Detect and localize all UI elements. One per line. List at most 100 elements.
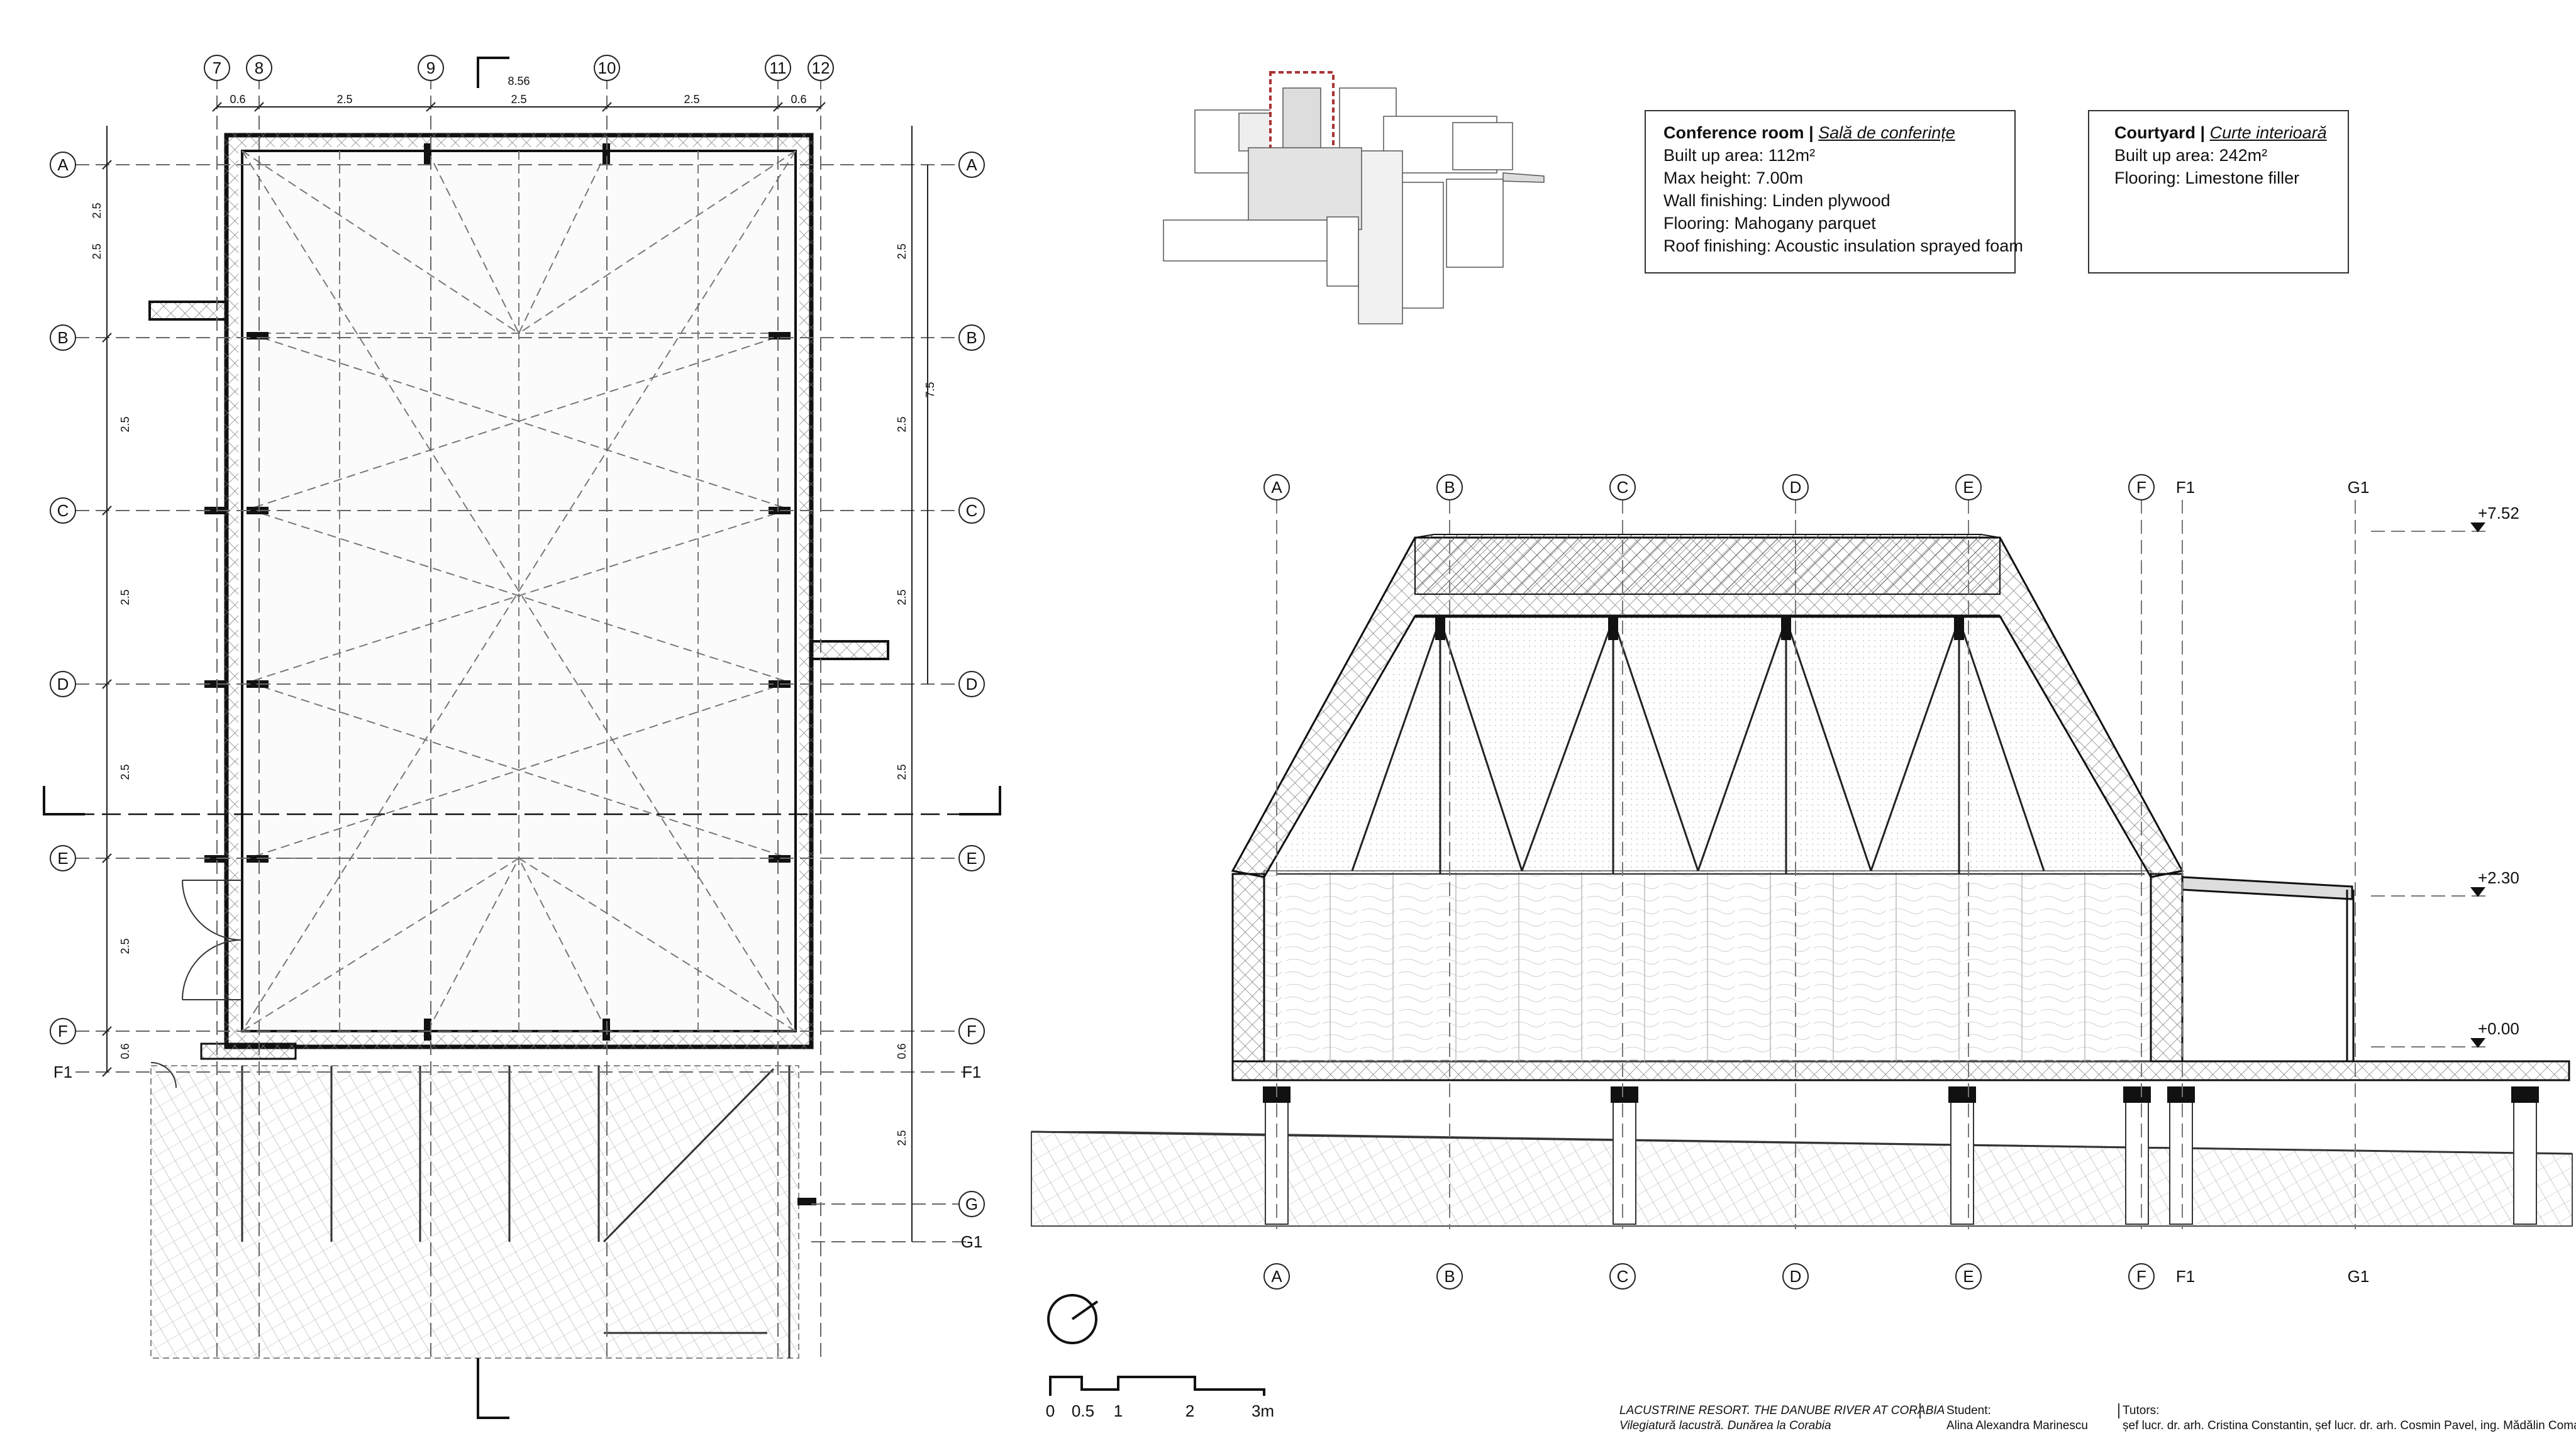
plan-annex-left — [148, 301, 228, 321]
section-grid-label-top: B — [1444, 478, 1455, 497]
section-grid-label-bottom: B — [1444, 1267, 1455, 1286]
section-grid-label-top: C — [1617, 478, 1629, 497]
courtyard-info-line: Flooring: Limestone filler — [2114, 169, 2300, 187]
section-level-markers — [2470, 522, 2486, 1048]
plan-right-dimension: 2.5 — [896, 764, 908, 780]
plan-top-dimension: 0.6 — [230, 93, 245, 106]
scale-label: 1 — [1114, 1401, 1123, 1420]
project-title-ro: Vilegiatură lacustră. Dunărea la Corabia — [1619, 1419, 1831, 1432]
section-level-label: +0.00 — [2478, 1019, 2519, 1038]
plan-deck-area — [150, 1065, 799, 1359]
plan-deck-posts — [241, 1066, 791, 1358]
plan-row-label-right: A — [966, 155, 977, 174]
plan-annex-bottom — [200, 1042, 297, 1060]
plan-row-label-right: B — [966, 328, 977, 347]
plan-row-label-right: C — [966, 501, 978, 520]
plan-row-label-right: G — [965, 1195, 978, 1213]
section-right-wall — [2150, 873, 2184, 1063]
section-roof-cladding — [1414, 534, 2001, 595]
plan-right-dimension: 2.5 — [896, 589, 908, 605]
plan-row-label-left: F — [58, 1022, 68, 1041]
section-grid-bubbles-bottom — [1263, 1263, 2155, 1290]
plan-top-dimension: 2.5 — [684, 93, 699, 106]
conference-info-line: Wall finishing: Linden plywood — [1663, 191, 1890, 210]
plan-grid-number: 8 — [255, 58, 264, 77]
section-grid-lines — [1276, 500, 2490, 1229]
plan-grid-lines — [75, 75, 972, 1358]
plan-row-label-right: E — [966, 849, 977, 868]
project-title-block: LACUSTRINE RESORT. THE DANUBE RIVER AT C… — [1619, 1403, 1945, 1434]
north-arrow-icon — [1047, 1294, 1099, 1344]
plan-dimension-ticks — [102, 102, 826, 1077]
plan-row-label-right: F — [967, 1022, 977, 1041]
plan-top-dimension: 0.6 — [791, 93, 806, 106]
section-grid-label-top: F1 — [2176, 478, 2195, 497]
plan-annex-right — [810, 640, 889, 660]
section-left-wall — [1231, 873, 1265, 1063]
plan-grid-number: 9 — [426, 58, 435, 77]
plan-row-label-left: A — [57, 155, 69, 174]
plan-left-dimension: 2.5 — [119, 764, 131, 780]
section-grid-label-bottom: F1 — [2176, 1267, 2195, 1286]
plan-right-dimension: 2.5 — [896, 416, 908, 432]
student-label: Student: — [1946, 1404, 1991, 1417]
plan-total-dimension: 8.56 — [508, 75, 530, 87]
section-ceiling-insulation — [1277, 616, 2151, 871]
scale-bar — [1049, 1376, 1265, 1396]
section-truss — [1277, 619, 2145, 875]
student-name: Alina Alexandra Marinescu — [1946, 1419, 2088, 1432]
conference-info-line: Roof finishing: Acoustic insulation spra… — [1663, 236, 2023, 255]
plan-roof-structure — [242, 150, 796, 1032]
section-canopy — [2181, 876, 2355, 1061]
plan-row-label-left: F1 — [53, 1063, 72, 1081]
section-grid-label-bottom: F — [2136, 1267, 2146, 1286]
plan-left-dimension: 0.6 — [119, 1043, 131, 1059]
plan-grid-number: 12 — [812, 58, 830, 77]
student-block: Student: Alina Alexandra Marinescu — [1946, 1403, 2088, 1434]
conference-room-title: Conference room — [1663, 123, 1804, 142]
plan-left-dimension: 2.5 — [119, 938, 131, 954]
footer-divider — [1919, 1403, 1921, 1418]
section-grid-label-top: F — [2136, 478, 2146, 497]
plan-left-dimension: 2.5 — [91, 243, 103, 259]
plan-right-total-dimension: 7.5 — [924, 382, 936, 397]
courtyard-title-ro: Curte interioară — [2209, 123, 2327, 142]
conference-room-info: Conference room | Sală de conferințe Bui… — [1645, 110, 2023, 274]
plan-door — [150, 880, 243, 1088]
key-plan — [1163, 71, 1545, 324]
plan-right-dimension: 2.5 — [896, 1130, 908, 1146]
tutors-label: Tutors: — [2123, 1404, 2160, 1417]
conference-info-line: Flooring: Mahogany parquet — [1663, 214, 1876, 233]
plan-top-dimension: 2.5 — [511, 93, 526, 106]
section-grid-label-bottom: A — [1271, 1267, 1282, 1286]
floor-plan: 7 8 9 10 11 12 0.6 2.5 2.5 2.5 0.6 8.56 … — [43, 55, 1001, 1419]
plan-row-bubbles-left — [50, 152, 76, 1044]
title-separator: | — [2200, 123, 2206, 142]
plan-row-label-right: G1 — [961, 1232, 983, 1251]
conference-info-line: Built up area: 112m² — [1663, 146, 1816, 165]
plan-row-label-right: D — [966, 675, 978, 694]
courtyard-title: Courtyard — [2114, 123, 2196, 142]
building-section: +7.52 +2.30 +0.00 A B C D E F F1 G1 A B … — [1031, 474, 2573, 1290]
courtyard-info-line: Built up area: 242m² — [2114, 146, 2268, 165]
section-floor-slab — [1231, 1060, 2570, 1081]
plan-row-bubbles-right — [958, 152, 985, 1217]
plan-top-dimension: 2.5 — [336, 93, 352, 106]
plan-row-label-left: B — [57, 328, 68, 347]
plan-row-label-right: F1 — [962, 1063, 981, 1081]
courtyard-heading: Courtyard | Curte interioară — [2114, 121, 2327, 144]
section-grid-bubbles-top — [1263, 474, 2155, 500]
plan-left-dimension: 2.5 — [119, 416, 131, 432]
plan-row-label-left: D — [57, 675, 69, 694]
section-piers — [1265, 1101, 2537, 1225]
section-pier-heads — [1263, 1086, 2539, 1103]
section-level-label: +7.52 — [2478, 504, 2519, 522]
scale-label: 0 — [1046, 1401, 1055, 1420]
plan-row-label-left: E — [57, 849, 68, 868]
plan-dimension-lines — [106, 106, 928, 1242]
section-grid-label-top: D — [1790, 478, 1802, 497]
section-ground — [1031, 1131, 2573, 1227]
plan-grid-number: 11 — [770, 58, 787, 77]
plan-right-dimension: 0.6 — [896, 1043, 908, 1059]
